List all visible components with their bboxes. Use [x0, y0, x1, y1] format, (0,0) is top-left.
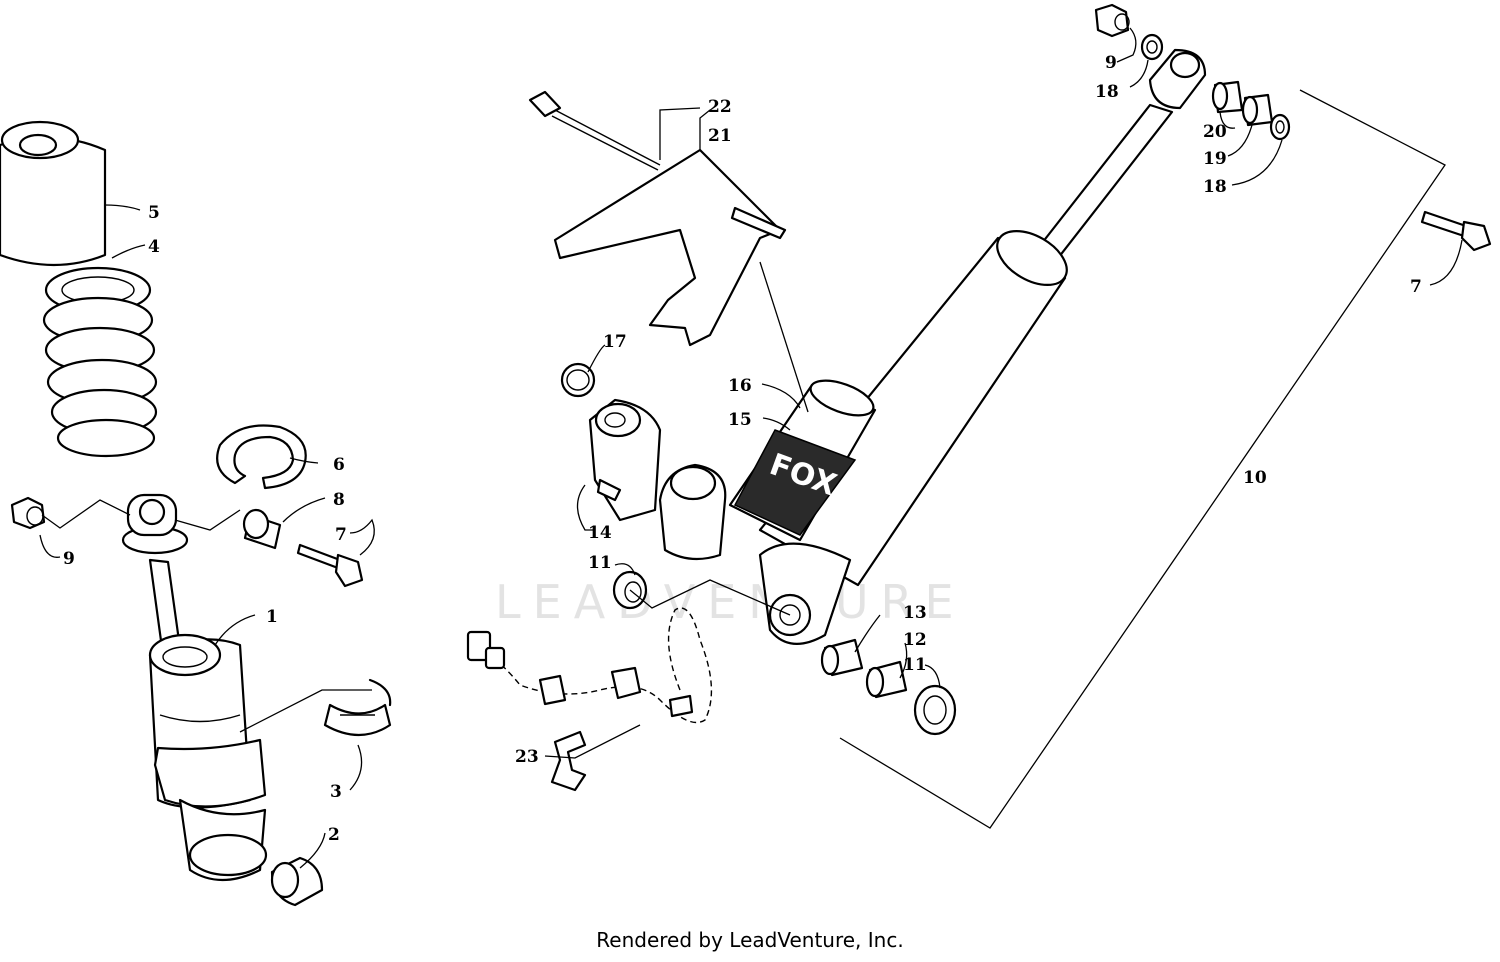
callout-2: 2 [328, 825, 340, 845]
coil-spring[interactable] [42, 266, 158, 458]
adjuster-housing[interactable] [658, 463, 727, 561]
callout-9-right: 9 [1105, 53, 1117, 73]
watermark: LEADVENTURE [495, 575, 966, 629]
callout-6: 6 [333, 455, 345, 475]
bump-stop-cover[interactable] [0, 120, 107, 267]
upper-sleeve[interactable] [1211, 80, 1244, 114]
leader-lines [39, 27, 1463, 869]
callout-8: 8 [333, 490, 345, 510]
callout-7-right: 7 [1410, 277, 1422, 297]
callout-3: 3 [330, 782, 342, 802]
lock-nut-left[interactable] [10, 496, 46, 530]
callout-18-upper: 18 [1095, 82, 1119, 102]
warning-label[interactable] [323, 678, 392, 736]
lower-bushing[interactable] [270, 856, 324, 907]
eyelet-sleeve[interactable] [820, 638, 864, 677]
lock-nut-right[interactable] [1094, 3, 1130, 38]
callout-17: 17 [603, 332, 627, 352]
callout-9-left: 9 [63, 549, 75, 569]
mounting-bolt-right[interactable] [1420, 210, 1492, 252]
upper-spacer[interactable] [1241, 93, 1274, 127]
remote-mount-bracket[interactable] [553, 148, 787, 347]
callout-15: 15 [728, 410, 752, 430]
main-shock-shaft[interactable] [1033, 103, 1174, 264]
callout-13: 13 [903, 603, 927, 623]
callout-11-right: 11 [903, 655, 927, 675]
wiring-harness[interactable] [466, 607, 713, 724]
callout-7-left: 7 [335, 525, 347, 545]
shock-lower-body[interactable] [178, 798, 268, 881]
harness-clip[interactable] [550, 730, 587, 792]
adjuster-cap[interactable] [560, 362, 596, 398]
upper-washer-right[interactable] [1269, 113, 1291, 141]
main-shock-reservoir[interactable]: FOX [728, 374, 878, 542]
cable-tie-strap[interactable] [528, 90, 661, 171]
callout-1: 1 [266, 607, 278, 627]
callout-22: 22 [708, 97, 732, 117]
shock-body[interactable] [148, 633, 267, 809]
upper-eyelet[interactable] [121, 493, 189, 555]
callout-18-lower: 18 [1203, 177, 1227, 197]
callout-21: 21 [708, 126, 732, 146]
callout-20: 20 [1203, 122, 1227, 142]
bushing-spacer[interactable] [242, 508, 282, 550]
bushing-washer-right[interactable] [913, 684, 957, 736]
callout-12: 12 [903, 630, 927, 650]
callout-14: 14 [588, 523, 612, 543]
callout-11-left: 11 [588, 553, 612, 573]
upper-washer-left[interactable] [1140, 33, 1164, 61]
main-shock-upper-eye[interactable] [1148, 48, 1207, 110]
mounting-bolt-left[interactable] [296, 543, 364, 588]
callout-4: 4 [148, 237, 160, 257]
main-shock-body[interactable] [758, 220, 1076, 587]
callout-23: 23 [515, 747, 539, 767]
callout-16: 16 [728, 376, 752, 396]
callout-5: 5 [148, 203, 160, 223]
eyelet-spacer[interactable] [865, 660, 908, 699]
callout-labels: 1 2 3 4 5 6 7 7 8 9 9 10 11 11 12 13 14 … [63, 53, 1422, 845]
callout-10: 10 [1243, 468, 1267, 488]
compression-adjuster-knob[interactable] [588, 398, 662, 522]
spring-retainer-clip[interactable] [216, 424, 307, 490]
footer-credit: Rendered by LeadVenture, Inc. [596, 928, 904, 952]
callout-19: 19 [1203, 149, 1227, 169]
